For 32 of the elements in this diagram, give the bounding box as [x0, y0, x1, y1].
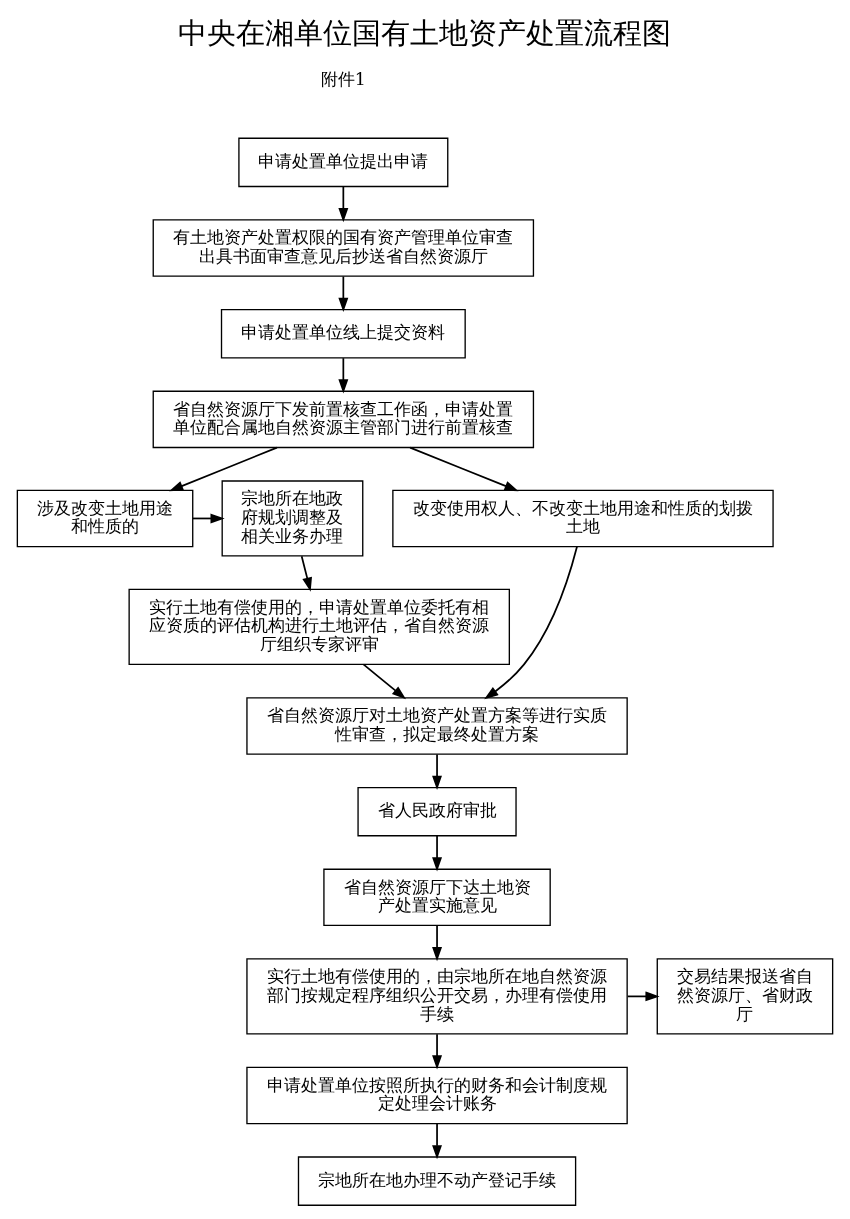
arrow	[484, 545, 578, 700]
arrow	[409, 446, 519, 492]
arrow	[432, 1033, 443, 1070]
node-box: 省人民政府审批	[357, 786, 517, 837]
arrow	[300, 555, 312, 592]
node-box: 申请处置单位提出申请	[238, 137, 449, 188]
arrow	[362, 663, 407, 700]
node-box: 申请处置单位线上提交资料	[220, 308, 466, 359]
node-box: 省自然资源厅下达土地资产处置实施意见	[323, 868, 551, 927]
arrow	[338, 275, 349, 312]
node-box: 省自然资源厅对土地资产处置方案等进行实质性审查，拟定最终处置方案	[246, 697, 628, 755]
arrow	[626, 991, 660, 1002]
arrow	[192, 513, 225, 524]
label: 附件1	[320, 69, 366, 90]
arrow	[432, 924, 443, 962]
node-box: 实行土地有偿使用的，由宗地所在地自然资源部门按规定程序组织公开交易，办理有偿使用手续	[246, 958, 628, 1035]
node-box: 实行土地有偿使用的，申请处置单位委托有相应资质的评估机构进行土地评估，省自然资源厅组织专家评审	[128, 588, 510, 666]
arrow	[338, 185, 349, 223]
diagram-title: 中央在湘单位国有土地资产处置流程图	[178, 15, 672, 50]
node-box: 宗地所在地政府规划调整及相关业务办理	[221, 480, 364, 557]
node-box: 宗地所在地办理不动产登记手续	[297, 1156, 577, 1206]
node-box: 交易结果报送省自然资源厅、省财政厅	[656, 958, 834, 1035]
node-box: 涉及改变土地用途和性质的	[16, 489, 194, 548]
node-box: 省自然资源厅下发前置核查工作函，申请处置单位配合属地自然资源主管部门进行前置核查	[152, 390, 535, 449]
node-box: 改变使用权人、不改变土地用途和性质的划拨土地	[392, 489, 774, 548]
node-box: 有土地资产处置权限的国有资产管理单位审查出具书面审查意见后抄送省自然资源厅	[152, 219, 535, 277]
arrow	[338, 357, 349, 394]
arrow	[432, 753, 443, 790]
arrow	[432, 1123, 443, 1160]
node-box: 申请处置单位按照所执行的财务和会计制度规定处理会计账务	[246, 1066, 628, 1125]
arrow	[432, 835, 443, 872]
arrow	[169, 446, 278, 492]
